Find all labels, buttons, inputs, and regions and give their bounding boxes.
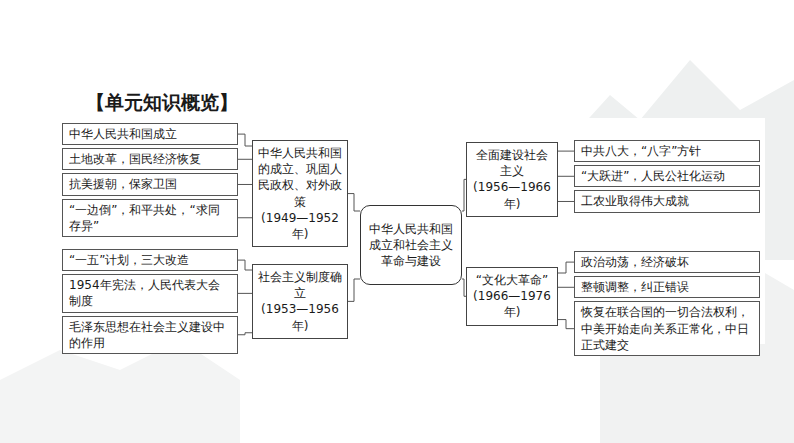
content-box: “一边倒”，和平共处，“求同存异” bbox=[62, 199, 238, 237]
connector-line bbox=[238, 293, 252, 294]
node-text: 中华人民共和国成立和社会主义革命与建设 bbox=[367, 221, 455, 270]
theme-box: 中华人民共和国成立和社会主义革命与建设 bbox=[360, 205, 462, 285]
node-text: 中共八大，“八字”方针 bbox=[581, 143, 753, 159]
period-box: “文化大革命”(1966—1976年) bbox=[466, 267, 558, 326]
node-text: 政治动荡，经济破坏 bbox=[581, 254, 753, 270]
content-box: 工农业取得伟大成就 bbox=[574, 190, 760, 212]
node-text: 土地改革，国民经济恢复 bbox=[69, 151, 231, 167]
content-box: 1954年宪法，人民代表大会制度 bbox=[62, 274, 238, 312]
connector-line bbox=[238, 333, 252, 335]
connector-line bbox=[238, 159, 252, 160]
period-years: (1949—1952年) bbox=[258, 210, 342, 242]
period-years: (1966—1976年) bbox=[472, 288, 552, 320]
connector-line bbox=[558, 151, 574, 152]
connector-line bbox=[558, 320, 574, 329]
content-box: 中华人民共和国成立 bbox=[62, 123, 238, 145]
node-text: 工农业取得伟大成就 bbox=[581, 193, 753, 209]
content-box: 土地改革，国民经济恢复 bbox=[62, 148, 238, 170]
node-text: 全面建设社会主义 bbox=[472, 147, 552, 179]
period-box: 全面建设社会主义(1956—1966年) bbox=[466, 142, 558, 217]
diagram-title: 【单元知识概览】 bbox=[86, 90, 238, 116]
node-text: 中华人民共和国的成立、巩固人民政权、对外政策 bbox=[258, 145, 342, 210]
content-box: 中共八大，“八字”方针 bbox=[574, 140, 760, 162]
connector-line bbox=[558, 262, 574, 273]
connector-line bbox=[348, 279, 360, 301]
connector-line bbox=[238, 260, 252, 270]
mountain-shape bbox=[0, 340, 240, 443]
node-text: 毛泽东思想在社会主义建设中的作用 bbox=[69, 319, 231, 351]
content-box: 抗美援朝，保家卫国 bbox=[62, 173, 238, 195]
node-text: 中华人民共和国成立 bbox=[69, 126, 231, 142]
content-box: 整顿调整，纠正错误 bbox=[574, 276, 760, 298]
node-text: 抗美援朝，保家卫国 bbox=[69, 176, 231, 192]
node-text: “文化大革命” bbox=[472, 272, 552, 288]
node-text: 整顿调整，纠正错误 bbox=[581, 279, 753, 295]
connector-line bbox=[558, 287, 574, 288]
connector-line bbox=[238, 217, 252, 218]
period-box: 中华人民共和国的成立、巩固人民政权、对外政策(1949—1952年) bbox=[252, 140, 348, 247]
period-box: 社会主义制度确立(1953—1956年) bbox=[252, 264, 348, 339]
connector-line bbox=[348, 194, 360, 211]
node-text: “一边倒”，和平共处，“求同存异” bbox=[69, 202, 231, 234]
node-text: 社会主义制度确立 bbox=[258, 269, 342, 301]
connector-line bbox=[238, 184, 252, 185]
content-box: 毛泽东思想在社会主义建设中的作用 bbox=[62, 316, 238, 354]
content-box: 政治动荡，经济破坏 bbox=[574, 251, 760, 273]
node-text: “大跃进”，人民公社化运动 bbox=[581, 168, 753, 184]
node-text: 1954年宪法，人民代表大会制度 bbox=[69, 277, 231, 309]
content-box: “大跃进”，人民公社化运动 bbox=[574, 165, 760, 187]
connector-line bbox=[558, 176, 574, 177]
content-box: 恢复在联合国的一切合法权利，中美开始走向关系正常化，中日正式建交 bbox=[574, 301, 760, 356]
node-text: 恢复在联合国的一切合法权利，中美开始走向关系正常化，中日正式建交 bbox=[581, 304, 753, 353]
period-years: (1956—1966年) bbox=[472, 179, 552, 211]
connector-line bbox=[238, 134, 252, 146]
node-text: “一五”计划，三大改造 bbox=[69, 252, 231, 268]
connector-line bbox=[558, 201, 574, 202]
period-years: (1953—1956年) bbox=[258, 301, 342, 333]
content-box: “一五”计划，三大改造 bbox=[62, 249, 238, 271]
